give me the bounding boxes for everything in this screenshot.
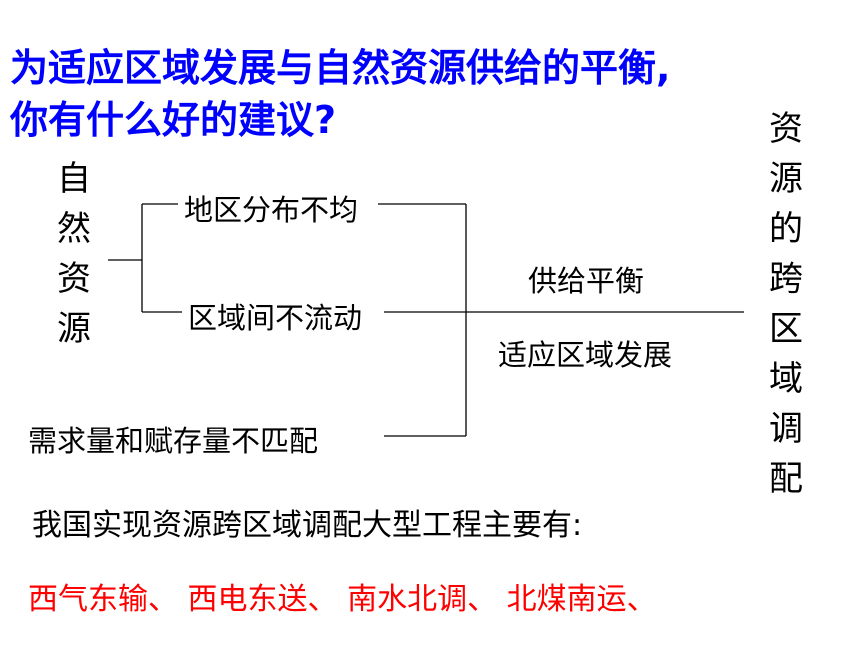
left-char: 自 (57, 159, 91, 199)
projects-list: 西气东输、 西电东送、 南水北调、 北煤南运、 (28, 582, 657, 617)
right-char: 调 (769, 409, 803, 449)
title-line-1: 为适应区域发展与自然资源供给的平衡, (10, 46, 671, 90)
left-char: 然 (57, 209, 91, 249)
label-no-interregional-flow: 区域间不流动 (188, 301, 363, 335)
label-uneven-distribution: 地区分布不均 (184, 193, 359, 227)
right-char: 区 (769, 309, 803, 349)
title-line-2: 你有什么好的建议? (10, 98, 337, 142)
label-regional-development: 适应区域发展 (498, 338, 673, 372)
right-char: 域 (769, 359, 803, 399)
right-char: 配 (769, 459, 803, 499)
right-char: 的 (769, 209, 803, 249)
right-char: 跨 (769, 259, 803, 299)
left-char: 源 (57, 309, 91, 349)
right-char: 资 (769, 109, 803, 149)
label-supply-balance: 供给平衡 (528, 264, 645, 298)
left-char: 资 (57, 259, 91, 299)
label-demand-supply-mismatch: 需求量和赋存量不匹配 (28, 424, 319, 458)
right-char: 源 (769, 159, 803, 199)
summary-text: 我国实现资源跨区域调配大型工程主要有: (32, 508, 583, 543)
